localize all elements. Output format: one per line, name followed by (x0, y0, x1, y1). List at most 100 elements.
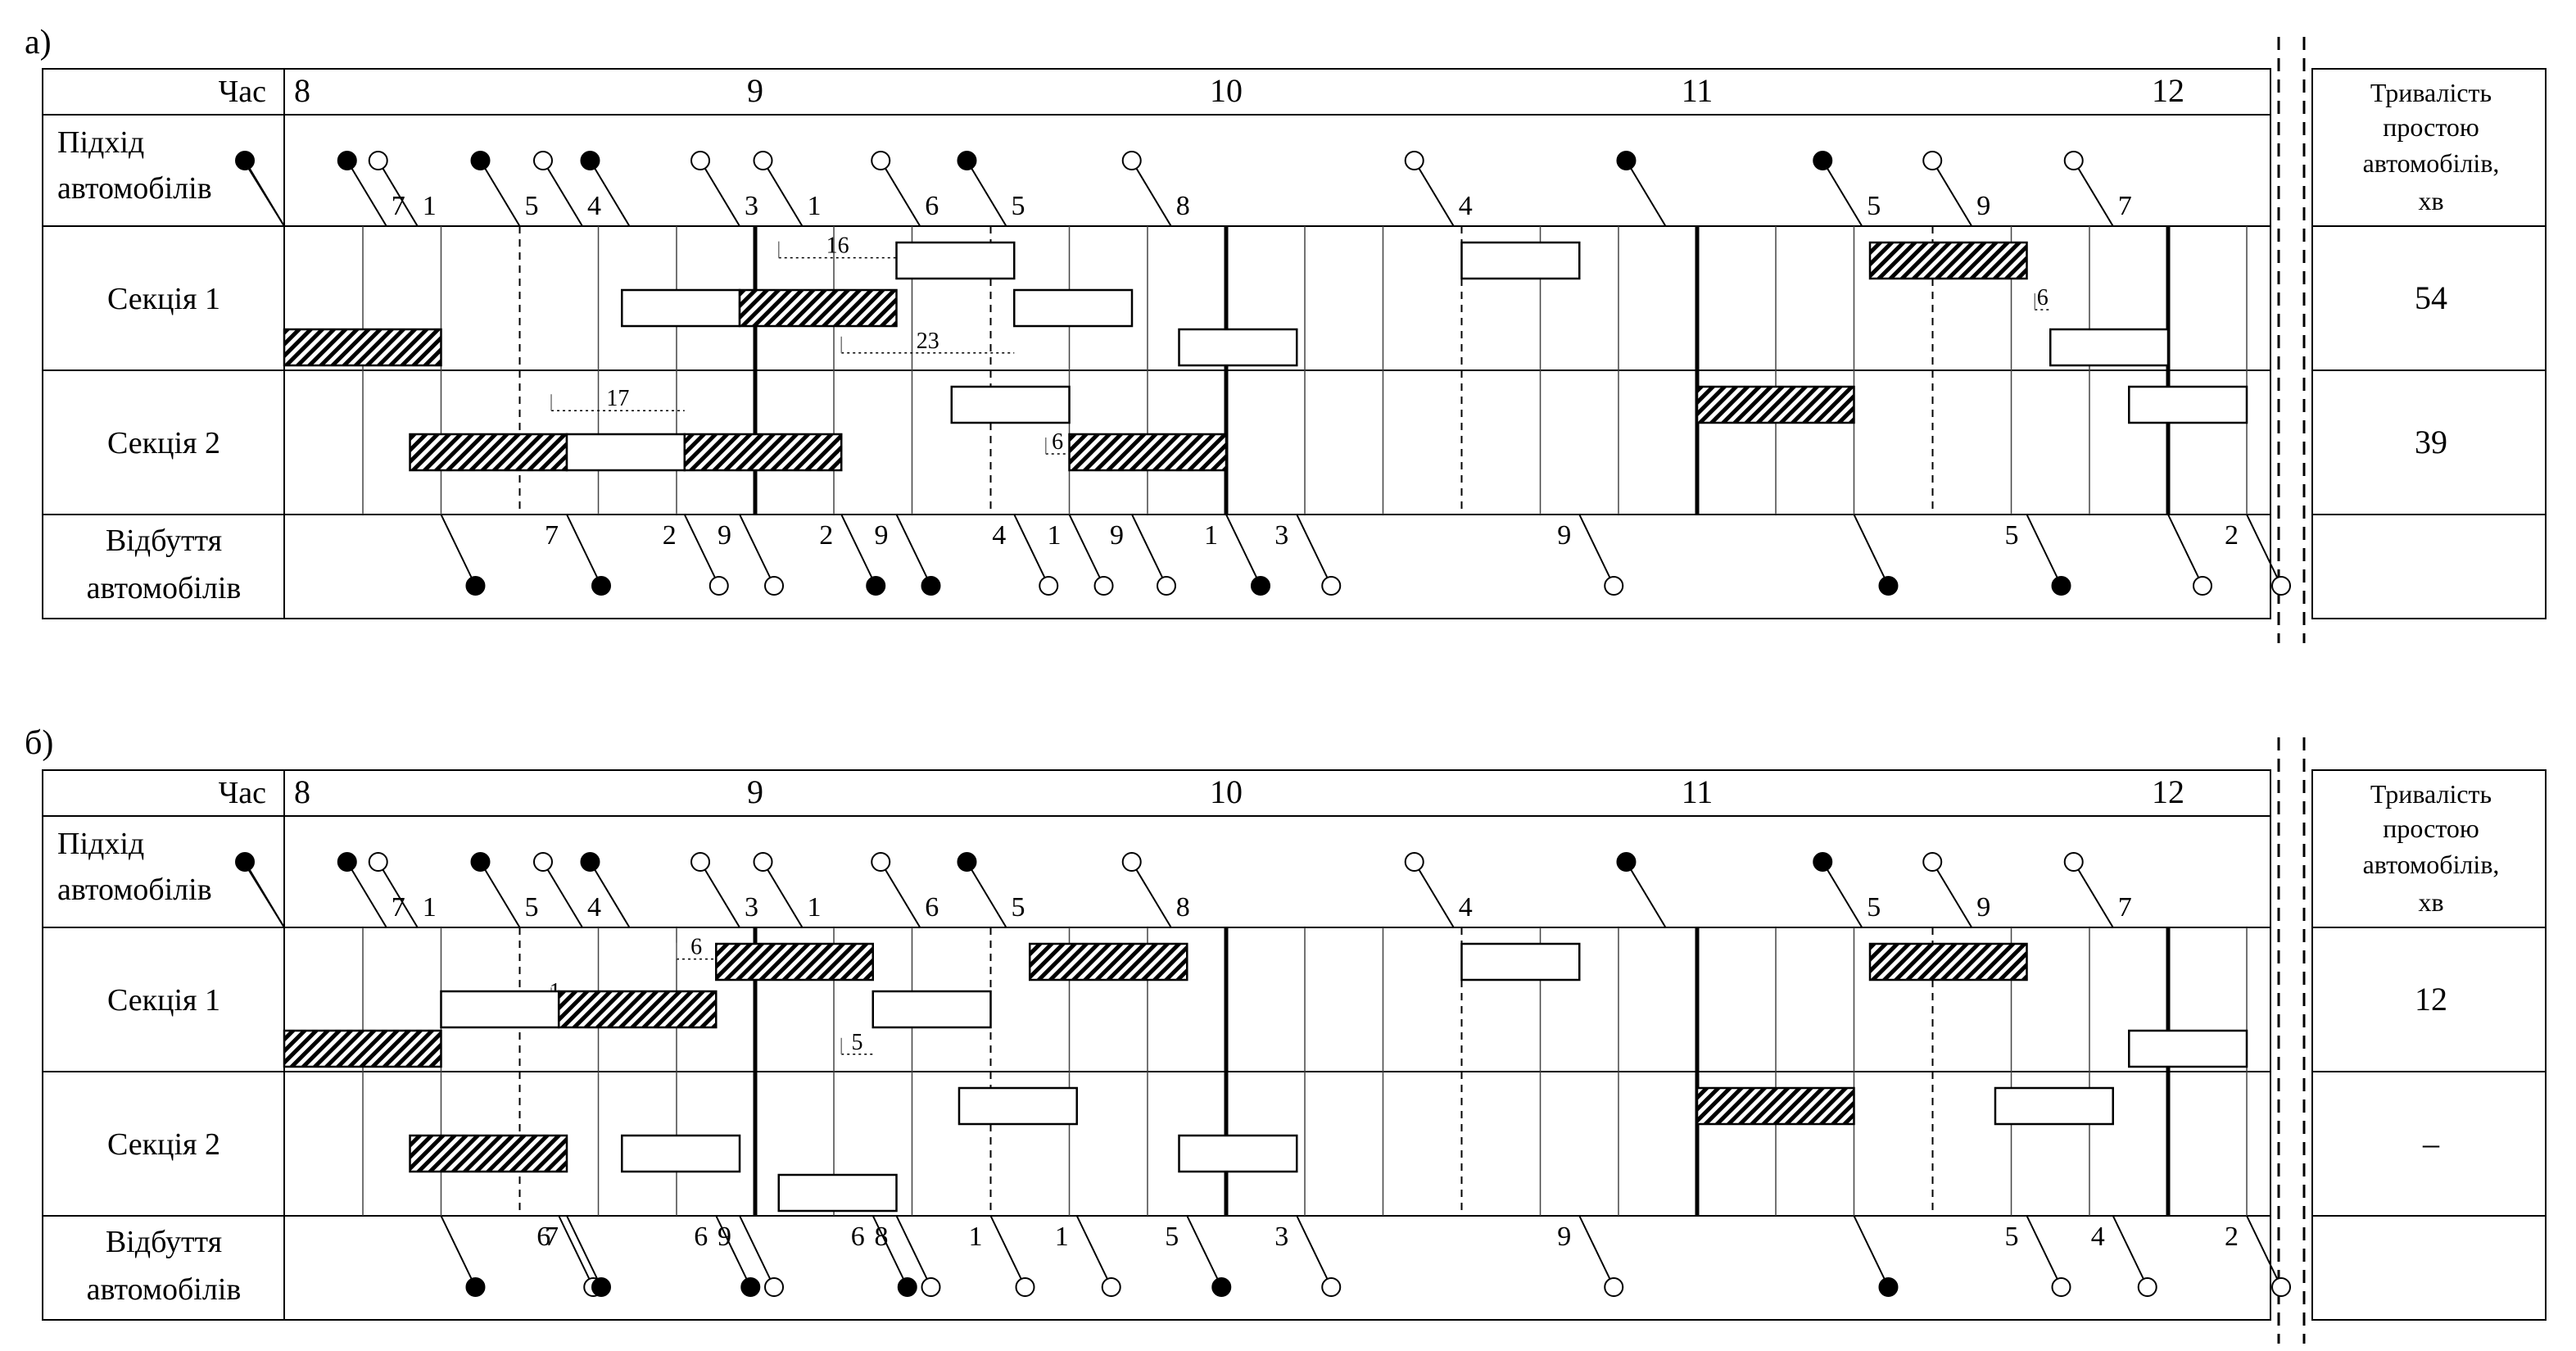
arrival-label: 4 (587, 191, 601, 221)
section2-open-bar (958, 1086, 1078, 1126)
departure-line (1853, 514, 1890, 587)
arrival-label: 5 (1867, 892, 1881, 923)
departure-label: 9 (875, 520, 889, 551)
arrival-label: 5 (525, 191, 539, 221)
departure-label: 2 (2225, 1222, 2239, 1252)
arrival-line (1130, 861, 1172, 928)
arrival-dot-open (1404, 852, 1424, 872)
arrival-label-line2: автомобілів (57, 873, 212, 907)
departure-line (2026, 1215, 2062, 1288)
departure-label-line2: автомобілів (87, 1272, 242, 1307)
departure-label: 7 (545, 520, 559, 551)
idle-header-line4: хв (2418, 186, 2443, 215)
departure-line (1578, 1215, 1615, 1288)
time-tick-label: 12 (2152, 773, 2184, 810)
section2-hatched-bar (409, 1134, 568, 1173)
section1-open-bar (440, 990, 560, 1029)
wait-label: 16 (826, 233, 849, 259)
arrival-label: 5 (1867, 191, 1881, 221)
departure-dot-open (1604, 576, 1624, 596)
departure-dot-open (1157, 576, 1176, 596)
section1-hatched-bar (1868, 942, 2028, 982)
departure-dot-filled (591, 1277, 611, 1297)
time-gridlines (362, 226, 2248, 515)
departure-dot-open (1321, 576, 1342, 596)
section1-hatched-bar (738, 288, 898, 328)
section2-open-bar (777, 1173, 898, 1213)
departure-dot-open (2137, 1277, 2157, 1297)
departure-label: 6 (536, 1222, 550, 1252)
wait-label: 23 (917, 329, 939, 354)
idle-header-line3: автомобілів, (2363, 148, 2500, 178)
arrival-dot-filled (1813, 151, 1833, 170)
section2-hatched-bar (1695, 385, 1855, 424)
departure-label: 1 (1204, 520, 1218, 551)
section1-open-bar (2128, 1029, 2248, 1068)
departure-dot-open (764, 1277, 785, 1297)
time-tick-label: 11 (1682, 773, 1714, 810)
arrival-dot-open (1121, 852, 1142, 872)
departure-dot-filled (866, 576, 886, 596)
arrival-dot-filled (337, 852, 357, 872)
arrival-label: 3 (745, 892, 758, 923)
arrival-label: 7 (2118, 191, 2132, 221)
departure-dot-open (764, 576, 785, 596)
section1-hatched-bar (557, 990, 718, 1029)
arrival-label: 8 (1176, 892, 1190, 923)
departure-dot-open (2051, 1277, 2071, 1297)
idle-frame (2311, 68, 2547, 619)
section2-hatched-bar (1695, 1086, 1855, 1126)
section2-hatched-bar (683, 433, 843, 472)
wait-label: 6 (1052, 429, 1063, 455)
idle-header-line4: хв (2418, 887, 2443, 917)
idle-value-section1: 54 (2415, 279, 2447, 316)
departure-line (2167, 514, 2203, 587)
arrival-dot-open (1922, 852, 1943, 872)
section1-hatched-bar (1028, 942, 1188, 982)
departure-label: 2 (819, 520, 833, 551)
arrival-label: 8 (1176, 191, 1190, 221)
section1-label: Секція 1 (107, 983, 220, 1018)
departure-line (989, 1215, 1026, 1288)
departure-label-line2: автомобілів (87, 571, 242, 605)
arrival-dot-open (2063, 852, 2084, 872)
arrival-label: 5 (525, 892, 539, 923)
departure-label: 9 (1557, 520, 1571, 551)
departure-line (440, 1215, 477, 1288)
arrival-line (2072, 160, 2114, 227)
arrival-line (479, 160, 521, 227)
departure-label: 5 (2005, 520, 2019, 551)
arrival-dot-open (690, 151, 711, 170)
departure-dot-filled (1251, 576, 1270, 596)
time-tick-label: 8 (294, 773, 310, 810)
arrival-label-line1: Підхід (57, 827, 144, 861)
departure-line (1068, 514, 1105, 587)
departure-dot-open (1015, 1277, 1035, 1297)
departure-dot-filled (1878, 576, 1899, 596)
arrival-dot-open (532, 852, 553, 872)
arrival-line (699, 861, 740, 928)
section1-open-bar (1460, 241, 1581, 280)
departure-line (566, 514, 602, 587)
arrival-line (1130, 160, 1172, 227)
section1-open-bar (621, 288, 741, 328)
departure-label: 4 (992, 520, 1006, 551)
arrival-line (346, 861, 387, 928)
departure-dot-open (2271, 1277, 2292, 1297)
departure-label: 4 (2091, 1222, 2105, 1252)
departure-label: 1 (1048, 520, 1062, 551)
section2-open-bar (2128, 385, 2248, 424)
departure-line (1853, 1215, 1890, 1288)
departure-label: 3 (1274, 520, 1288, 551)
section2-label: Секція 2 (107, 426, 220, 460)
arrival-label: 9 (1976, 892, 1990, 923)
arrival-line (244, 861, 285, 928)
departure-line (1296, 514, 1333, 587)
departure-dot-open (1039, 576, 1059, 596)
arrival-dot-open (1922, 151, 1943, 170)
arrival-dot-filled (1813, 852, 1833, 872)
departure-dot-filled (465, 576, 486, 596)
